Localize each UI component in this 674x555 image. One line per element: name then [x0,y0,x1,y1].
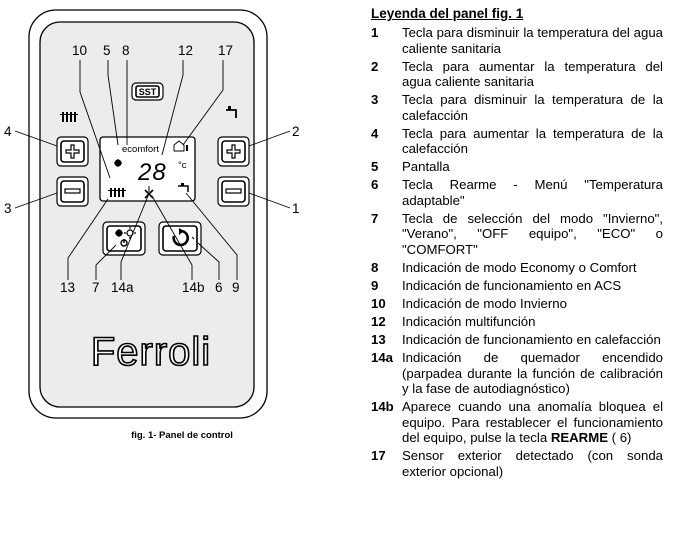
legend-item: 7 Tecla de selección del modo "Invierno",… [371,211,663,258]
legend-item: 8 Indicación de modo Economy o Comfort [371,260,663,276]
callout-3: 3 [4,201,12,216]
callout-8: 8 [122,43,130,58]
callout-14a: 14a [111,280,134,295]
legend-number: 12 [371,314,386,329]
flame-snow-icon [114,159,122,167]
callout-5: 5 [103,43,111,58]
callout-6: 6 [215,280,223,295]
legend-item: 3 Tecla para disminuir la temperatura de … [371,92,663,123]
radiator-left-icon [60,112,78,122]
callout-14b: 14b [182,280,205,295]
snow-sun-icon [115,227,136,247]
legend-text: Pantalla [402,159,450,175]
legend-item: 12 Indicación multifunción [371,314,663,330]
callout-7: 7 [92,280,100,295]
legend-text: Indicación de funcionamiento en calefacc… [402,331,661,347]
legend-item: 17 Sensor exterior detectado (con sonda e… [371,448,663,479]
legend-number: 13 [371,331,386,347]
callout-10: 10 [72,43,87,58]
legend-list: 1 Tecla para disminuir la temperatura del… [371,25,663,482]
callout-17: 17 [218,43,233,58]
display-digits: 28 [137,159,167,186]
figure-caption: fig. 1- Panel de control [131,430,233,441]
reset-icon [172,228,195,247]
legend-number: 5 [371,159,379,175]
leader-lines [14,60,291,280]
legend-item: 4 Tecla para aumentar la temperatura de l… [371,126,663,157]
tap-small-icon [178,183,189,192]
legend-text: Indicación de funcionamiento en ACS [402,278,622,294]
reset-button[interactable] [158,221,202,256]
legend-number: 6 [371,177,379,193]
radiator-small-icon [108,188,126,197]
display-screen [99,136,196,202]
legend-item: 13 Indicación de funcionamiento en calefa… [371,332,663,348]
legend-item: 1 Tecla para disminuir la temperatura del… [371,25,663,56]
plus-icon [65,144,80,159]
dhw-minus-button[interactable] [217,176,250,207]
legend-number: 14a [371,349,394,365]
brand-logo: Ferroli [91,330,211,374]
legend-number: 7 [371,210,379,226]
dhw-tap-top-icon: SST [131,82,164,101]
legend-number: 10 [371,296,386,312]
control-panel-diagram: SST ecomfort 28 °c [4,9,300,419]
legend-number: 1 [371,25,379,40]
legend-number: 17 [371,448,386,464]
tap-right-icon [226,106,237,118]
legend-item: 6 Tecla Rearme - Menú "Temperatura adapta… [371,177,663,208]
legend-text: Tecla para disminuir la temperatura de l… [402,92,663,123]
legend-text-bold: REARME [550,430,608,446]
house-antenna-icon [173,140,188,152]
heating-plus-button[interactable] [56,136,89,167]
legend-text: Indicación de quemador encendido (parpad… [402,349,663,397]
legend-text: Tecla de selección del modo "Invierno", … [402,210,663,258]
legend-text: Tecla para disminuir la temperatura del … [402,25,663,56]
legend-text: Tecla para aumentar la temperatura del a… [402,58,663,90]
legend-title: Leyenda del panel fig. 1 [371,6,524,21]
svg-text:SST: SST [139,87,157,97]
legend-text: Tecla Rearme - Menú "Temperatura adaptab… [402,177,663,208]
callout-4: 4 [4,124,12,139]
callout-13: 13 [60,280,75,295]
display-mode-text: ecomfort [122,144,159,155]
legend-text-suffix: ( 6) [608,430,632,446]
legend-item: 9 Indicación de funcionamiento en ACS [371,278,663,294]
legend-item: 14a Indicación de quemador encendido (par… [371,350,663,397]
legend-number: 4 [371,125,379,141]
legend-text-main: Aparece cuando una anomalía bloquea el e… [402,399,663,446]
heating-minus-button[interactable] [56,176,89,207]
burner-flame-icon [144,186,154,199]
display-unit: °c [178,160,187,171]
minus-icon [64,188,81,194]
plus-icon [226,144,241,159]
panel-inner-face [39,21,255,408]
legend-item: 5 Pantalla [371,159,663,175]
legend-text: Tecla para aumentar la temperatura de la… [402,125,663,157]
mode-select-button[interactable] [102,221,146,256]
legend-item: 14b Aparece cuando una anomalía bloquea e… [371,399,663,446]
callout-12: 12 [178,43,193,58]
legend-number: 14b [371,399,394,415]
legend-number: 3 [371,92,379,108]
legend-text: Sensor exterior detectado (con sonda ext… [402,448,663,479]
legend-item: 10 Indicación de modo Invierno [371,296,663,312]
legend-item: 2 Tecla para aumentar la temperatura del … [371,59,663,90]
callout-1: 1 [292,201,300,216]
legend-text: Indicación de modo Invierno [402,296,567,312]
legend-text: Indicación multifunción [402,314,536,329]
legend-text: Aparece cuando una anomalía bloquea el e… [402,399,663,446]
legend-text: Indicación de modo Economy o Comfort [402,260,637,276]
callout-9: 9 [232,280,240,295]
legend-number: 9 [371,278,379,294]
dhw-plus-button[interactable] [217,136,250,167]
legend-number: 8 [371,260,379,276]
legend-number: 2 [371,58,379,74]
callout-2: 2 [292,124,300,139]
minus-icon [225,188,242,194]
